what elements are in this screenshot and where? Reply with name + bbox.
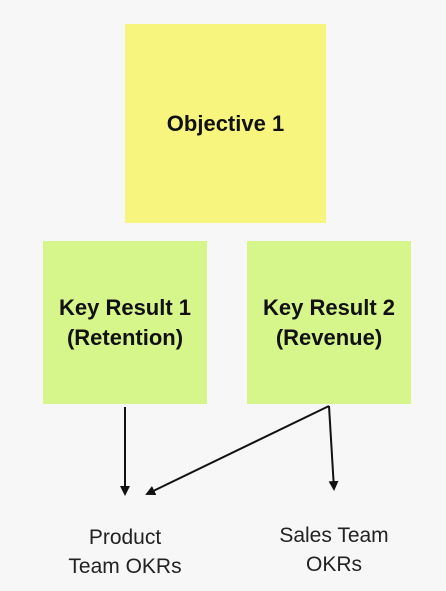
objective-sticky-note[interactable]: Objective 1 bbox=[125, 24, 326, 223]
key-result-2-label: Key Result 2 (Revenue) bbox=[262, 294, 396, 350]
key-result-1-label: Key Result 1 (Retention) bbox=[58, 294, 192, 350]
arrow-kr2-to-sales bbox=[328, 405, 339, 491]
sales-team-okrs-label: Sales Team OKRs bbox=[279, 524, 389, 576]
product-team-okrs-label: Product Team OKRs bbox=[68, 526, 182, 578]
key-result-1-sticky-note[interactable]: Key Result 1 (Retention) bbox=[43, 241, 207, 404]
key-result-2-sticky-note[interactable]: Key Result 2 (Revenue) bbox=[247, 241, 411, 404]
arrow-kr2-to-product bbox=[145, 405, 330, 496]
objective-label: Objective 1 bbox=[166, 110, 285, 136]
